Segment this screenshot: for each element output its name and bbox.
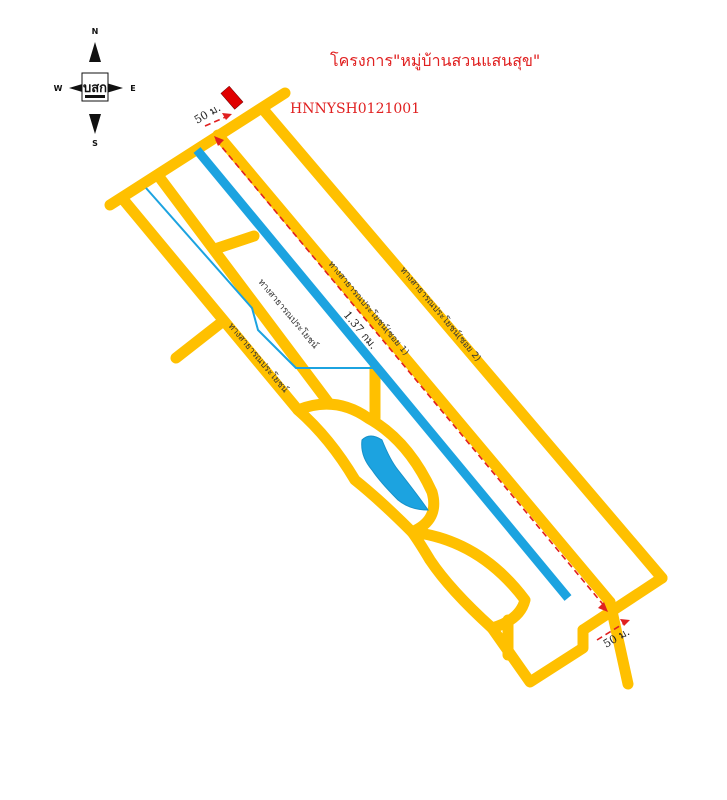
road-label-soi-2: ทางสาธารณประโยชน์(ซอย 2)	[398, 264, 484, 363]
road-loop-lower	[406, 526, 531, 634]
project-code: HNNYSH0121001	[290, 101, 420, 117]
road-left-inner	[154, 172, 334, 408]
waterways	[145, 147, 572, 601]
road-branch-lower	[170, 316, 228, 364]
compass-icon: บสก N S W E	[54, 27, 136, 148]
road-top-crossing	[104, 87, 291, 211]
distance-arrow-icon	[214, 136, 224, 146]
road-branch-upper	[212, 230, 260, 254]
distance-arrow-icon	[222, 113, 232, 120]
top-offset-label: 50 ม.	[192, 101, 223, 126]
road-left-outer	[116, 192, 304, 416]
road-bottom-crossing	[577, 572, 668, 636]
road-network	[104, 87, 668, 690]
compass-logo-text: บสก	[83, 81, 107, 96]
compass-west-label: W	[54, 84, 63, 93]
thin-canal	[145, 187, 378, 369]
compass-north-label: N	[92, 27, 99, 36]
road-soi-2	[256, 102, 668, 584]
property-marker-icon	[220, 85, 244, 110]
road-soi-1	[212, 129, 616, 608]
distance-arrow-icon	[598, 602, 608, 612]
project-title: โครงการ"หมู่บ้านสวนแสนสุข"	[330, 51, 540, 71]
road-loop-upper	[292, 398, 440, 538]
road-east-spur	[604, 596, 634, 690]
pond	[361, 435, 429, 511]
compass-south-label: S	[92, 139, 98, 148]
bottom-offset-line	[596, 621, 627, 641]
main-canal	[193, 147, 572, 601]
compass-east-label: E	[130, 84, 135, 93]
top-offset-line	[204, 115, 229, 127]
distance-arrow-icon	[620, 619, 630, 626]
length-dashed-line	[215, 139, 607, 609]
